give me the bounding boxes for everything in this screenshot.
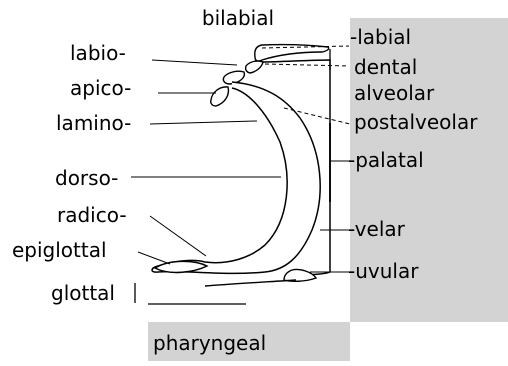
radico-leader — [150, 216, 206, 256]
upper-teeth — [246, 61, 263, 73]
label-epiglottal: epiglottal — [12, 238, 107, 262]
label-labio: labio- — [70, 41, 126, 65]
label-velar: -velar — [348, 217, 406, 241]
label-glottal: glottal — [51, 281, 115, 305]
label-uvular: -uvular — [348, 259, 419, 283]
lamino-leader — [150, 121, 257, 124]
label-bilabial: bilabial — [202, 6, 274, 30]
label-apico: apico- — [70, 76, 131, 100]
larynx-floor — [205, 280, 296, 286]
label-dental: dental — [354, 55, 417, 79]
label-dorso: dorso- — [55, 166, 118, 190]
label-postalveolar: postalveolar — [354, 110, 478, 134]
lower-teeth — [211, 87, 229, 106]
tongue — [152, 82, 320, 273]
label-pharyngeal: pharyngeal — [153, 331, 266, 355]
label-lamino: lamino- — [56, 111, 131, 135]
label-radico: radico- — [57, 203, 127, 227]
label-labial: -labial — [350, 25, 411, 49]
uvula-root — [284, 269, 316, 281]
labio-leader — [152, 60, 237, 65]
label-palatal: -palatal — [348, 148, 424, 172]
label-alveolar: alveolar — [354, 81, 435, 105]
dental-leader — [265, 64, 349, 66]
epiglottal-leader — [138, 252, 170, 264]
